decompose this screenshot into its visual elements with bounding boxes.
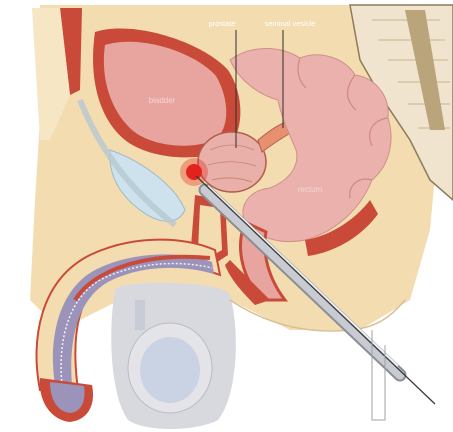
prostate-lesion-marker	[186, 164, 202, 180]
prostate-label: prostate	[208, 19, 235, 28]
bladder-label: bladder	[149, 96, 176, 105]
seminal-vesicle-label: seminal vesicle	[265, 19, 316, 28]
testis	[140, 337, 200, 403]
rectum-label: rectum	[298, 185, 323, 194]
